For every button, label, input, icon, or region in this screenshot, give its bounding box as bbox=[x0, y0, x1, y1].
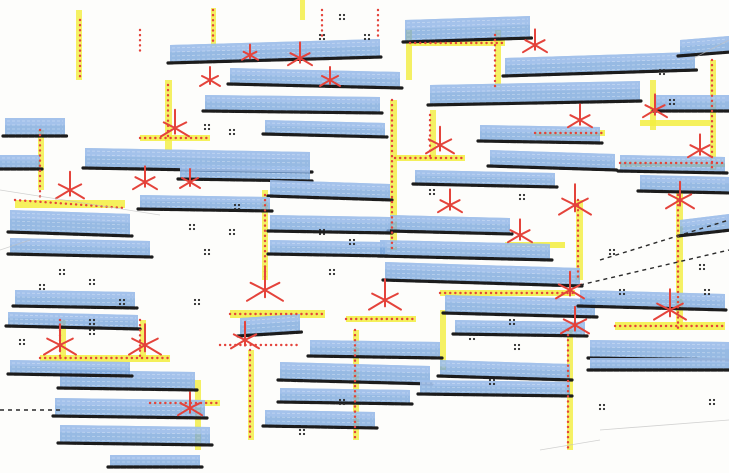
roof-33 bbox=[588, 358, 729, 370]
roof-26 bbox=[8, 238, 152, 257]
roof-43 bbox=[418, 380, 572, 396]
roof-19 bbox=[638, 175, 729, 193]
roof-23 bbox=[268, 215, 392, 233]
roof-16 bbox=[618, 155, 727, 173]
roof-18 bbox=[653, 95, 729, 111]
roof-7 bbox=[3, 118, 67, 136]
roof-47 bbox=[0, 155, 42, 169]
roof-12 bbox=[428, 81, 642, 105]
roof-39 bbox=[53, 398, 207, 418]
roof-37 bbox=[263, 410, 377, 428]
roof-34 bbox=[308, 340, 442, 358]
roof-41 bbox=[108, 455, 202, 467]
roof-46 bbox=[8, 360, 132, 376]
roof-32 bbox=[588, 340, 729, 360]
roof-27 bbox=[13, 290, 137, 308]
roof-9 bbox=[138, 195, 272, 211]
roof-40 bbox=[58, 425, 212, 445]
roof-3 bbox=[203, 95, 382, 113]
roof-20 bbox=[388, 215, 512, 234]
roof-24 bbox=[268, 240, 387, 256]
roof-30 bbox=[453, 320, 587, 336]
roof-36 bbox=[278, 388, 412, 404]
roof-10 bbox=[403, 16, 532, 42]
roof-25 bbox=[8, 210, 132, 236]
